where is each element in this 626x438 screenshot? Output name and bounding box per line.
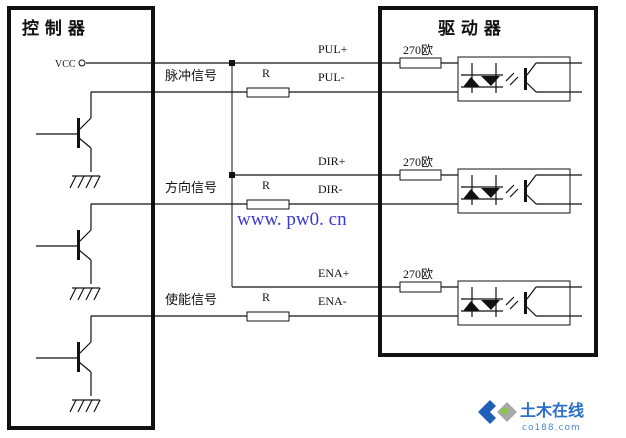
transistor-emitter — [78, 361, 92, 373]
ground-hatch — [77, 175, 85, 189]
plus-label: PUL+ — [318, 42, 348, 56]
plus-label: DIR+ — [318, 154, 346, 168]
ground-hatch — [93, 175, 101, 189]
controller-title: 控 制 器 — [22, 18, 86, 39]
resistor-r — [246, 199, 290, 210]
light-arrow-icon — [505, 296, 515, 306]
junction-dot — [229, 60, 235, 66]
driver-box — [378, 6, 598, 357]
transistor-collector — [78, 117, 92, 131]
ground-hatch — [93, 399, 101, 413]
phototransistor-emitter — [526, 82, 537, 93]
light-arrow-icon — [509, 300, 519, 310]
resistor-r — [246, 311, 290, 322]
driver-resistor-label: 270欧 — [403, 43, 433, 57]
driver-resistor — [399, 169, 442, 181]
optocoupler-box — [457, 56, 571, 102]
light-arrow-icon — [509, 76, 519, 86]
transistor-emitter — [78, 249, 92, 261]
led-icon — [481, 188, 500, 198]
driver-resistor — [399, 281, 442, 293]
minus-label: PUL- — [318, 70, 345, 84]
ground-hatch — [77, 399, 85, 413]
minus-label: ENA- — [318, 294, 347, 308]
channel-2: ENA+ ENA- R 使能信号 270欧 — [36, 266, 582, 413]
phototransistor-collector — [526, 174, 537, 188]
logo-text-en: co188.com — [522, 423, 581, 433]
ground-hatch — [69, 287, 77, 301]
phototransistor-emitter — [526, 194, 537, 205]
logo: 土木在线 co188.com — [478, 400, 584, 433]
ground-hatch — [69, 175, 77, 189]
junction-dot — [229, 172, 235, 178]
signal-label: 方向信号 — [165, 180, 217, 196]
phototransistor-emitter — [526, 306, 537, 317]
minus-label: DIR- — [318, 182, 343, 196]
driver-resistor — [399, 57, 442, 69]
logo-text-cn: 土木在线 — [520, 401, 584, 420]
phototransistor-collector — [526, 286, 537, 300]
ground-hatch — [85, 399, 93, 413]
led-icon — [481, 76, 500, 86]
resistor-label: R — [262, 178, 270, 192]
transistor-collector — [78, 229, 92, 243]
channel-1: DIR+ DIR- R 方向信号 270欧 — [36, 154, 582, 301]
ground-hatch — [85, 175, 93, 189]
optocoupler-box — [457, 168, 571, 214]
light-arrow-icon — [505, 184, 515, 194]
light-arrow-icon — [505, 72, 515, 82]
phototransistor-icon — [524, 292, 527, 314]
ground-hatch — [69, 399, 77, 413]
phototransistor-icon — [524, 180, 527, 202]
light-arrow-icon — [509, 188, 519, 198]
signal-label: 使能信号 — [165, 292, 217, 308]
controller-box — [7, 6, 155, 430]
transistor-emitter — [78, 137, 92, 149]
resistor-label: R — [262, 290, 270, 304]
plus-label: ENA+ — [318, 266, 350, 280]
driver-title: 驱 动 器 — [438, 19, 502, 39]
resistor-r — [246, 87, 290, 98]
transistor-icon — [77, 230, 80, 260]
optocoupler-box — [457, 280, 571, 326]
driver-resistor-label: 270欧 — [403, 267, 433, 281]
resistor-label: R — [262, 66, 270, 80]
vcc-label: VCC — [55, 59, 76, 70]
phototransistor-collector — [526, 62, 537, 76]
driver-resistor-label: 270欧 — [403, 155, 433, 169]
led-icon — [481, 300, 500, 310]
signal-label: 脉冲信号 — [165, 69, 217, 84]
transistor-icon — [77, 118, 80, 148]
channel-0: PUL+ PUL- R 脉冲信号 270欧 — [36, 42, 582, 189]
vcc-terminal — [78, 59, 86, 67]
phototransistor-icon — [524, 68, 527, 90]
ground-hatch — [77, 287, 85, 301]
ground-hatch — [93, 287, 101, 301]
watermark: www. pw0. cn — [237, 209, 347, 230]
transistor-icon — [77, 342, 80, 372]
ground-hatch — [85, 287, 93, 301]
transistor-collector — [78, 341, 92, 355]
